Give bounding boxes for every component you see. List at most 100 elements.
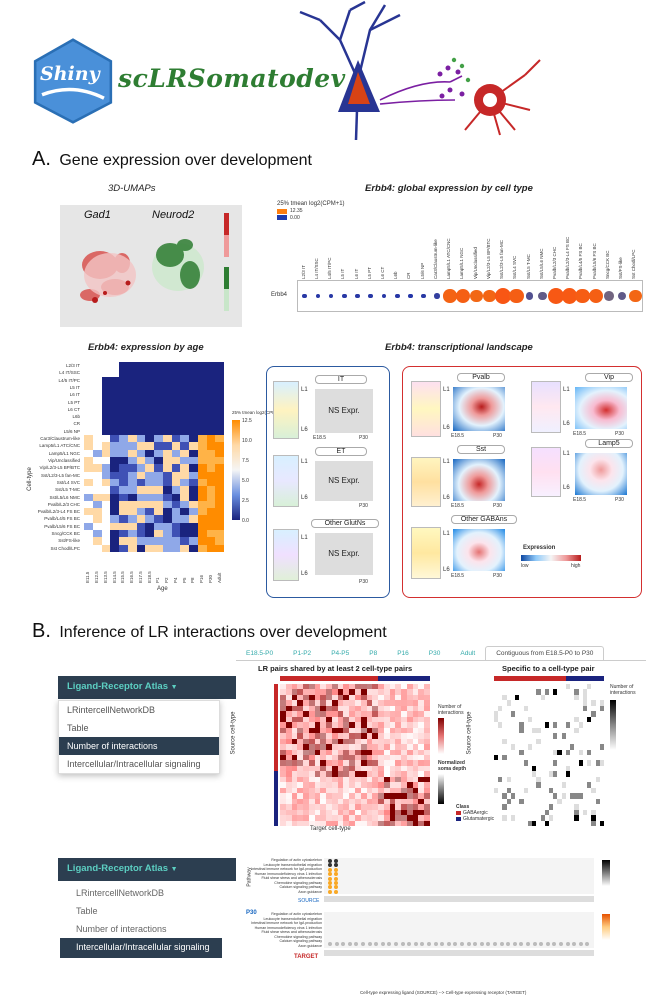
- lr-heat-cell: [549, 738, 554, 745]
- lr-side-bar-cell: [274, 744, 278, 750]
- lr-heat-cell: [498, 804, 503, 810]
- lr-heat-cell: [578, 694, 584, 701]
- lr-heat-cell: [599, 820, 605, 827]
- lr-heat-cell: [280, 733, 287, 739]
- menu1-item-lrintercellnetworkdb[interactable]: LRintercellNetworkDB: [67, 705, 156, 715]
- lr-heat-cell: [561, 809, 567, 816]
- menu1-item-table[interactable]: Table: [67, 723, 89, 733]
- lr-heat-cell: [536, 744, 541, 750]
- lr-heat-cell: [553, 722, 558, 728]
- heatmap-age-cell: [189, 427, 198, 436]
- tab-e185-p0[interactable]: E18.5-P0: [246, 650, 274, 657]
- menu1-item-signaling[interactable]: Intercellular/Intracellular signaling: [67, 759, 201, 769]
- lr-side-bar-cell: [274, 760, 278, 766]
- menu2-item-table[interactable]: Table: [76, 906, 98, 916]
- tab-p30[interactable]: P30: [428, 650, 441, 657]
- lr-heat-cell: [553, 727, 558, 734]
- lr-heat-cell: [360, 771, 367, 778]
- lr-heat-cell: [303, 793, 310, 799]
- heatmap-age-cell: [101, 544, 111, 552]
- lr-heat-cell: [553, 711, 558, 718]
- class-bar-cell: [378, 676, 384, 681]
- lr-heat-cell: [378, 711, 385, 718]
- lr-heat-cell: [494, 694, 499, 701]
- heatmap-age-cell: [215, 464, 224, 472]
- lr-side-bar-cell: [274, 694, 278, 701]
- gaba-pvalb-age-start: E18.5: [451, 433, 465, 439]
- lr-heat-cell: [599, 809, 605, 816]
- lr-heat-cell: [320, 787, 327, 794]
- lr-heat-cell: [510, 755, 516, 761]
- heatmap-age-cell: [84, 369, 93, 377]
- expression-legend-bar: [521, 555, 581, 561]
- class-bar-cell: [349, 676, 355, 681]
- heatmap-age-cell: [171, 464, 181, 472]
- lr-heat-cell: [561, 705, 567, 712]
- lr-heat-cell: [599, 711, 605, 718]
- heatmap-age-cell: [127, 449, 137, 457]
- heatmap-age-row-label: Pvalb/L4/5 FS BC: [44, 516, 80, 522]
- lr-heat-cell: [527, 733, 533, 739]
- lr-heat-cell: [582, 776, 588, 783]
- lr-heat-cell: [574, 793, 579, 799]
- tab-p4-p5[interactable]: P4-P5: [331, 650, 350, 657]
- heatmap-age-cell: [206, 464, 216, 472]
- lr-heat-left-class-bar: [280, 676, 430, 681]
- lr-atlas-menu-header-2[interactable]: Ligand-Receptor Atlas ▼: [58, 858, 236, 881]
- lr-heat-cell: [297, 771, 304, 778]
- lr-heat-cell: [372, 711, 379, 718]
- glut-other-ns-label: NS Expr.: [328, 549, 360, 558]
- lr-heat-cell: [502, 705, 507, 712]
- gaba-pvalb-title: Pvalb: [457, 373, 505, 382]
- heatmap-age-cell: [215, 449, 224, 457]
- lr-heat-cell: [565, 776, 571, 783]
- lr-heat-cell: [389, 776, 396, 783]
- lr-side-bar-cell: [274, 793, 278, 799]
- lr-heat-cell: [424, 755, 431, 761]
- dotplot-col-label: Sst/L5/L6 NMC: [538, 248, 544, 279]
- lr-atlas-menu-header-1[interactable]: Ligand-Receptor Atlas ▼: [58, 676, 236, 699]
- lr-heat-cell: [303, 798, 310, 805]
- dot-3: [341, 293, 347, 299]
- lr-heat-cell: [527, 711, 533, 718]
- tab-adult[interactable]: Adult: [460, 650, 476, 657]
- lr-heat-cell: [314, 733, 321, 739]
- menu1-item-number-of-interactions[interactable]: Number of interactions: [59, 737, 219, 755]
- lr-heat-cell: [519, 804, 524, 810]
- lr-heat-cell: [372, 694, 379, 701]
- lr-heat-cell: [406, 716, 413, 723]
- lr-heat-cell: [498, 798, 503, 805]
- lr-heat-cell: [557, 749, 562, 756]
- lr-heat-cell: [510, 771, 516, 778]
- dotplot-col-label: CR: [406, 272, 412, 280]
- menu2-item-number-of-interactions[interactable]: Number of interactions: [76, 924, 167, 934]
- tab-contiguous[interactable]: Contiguous from E18.5-P0 to P30: [485, 646, 605, 660]
- class-bar-cell: [308, 676, 315, 681]
- heatmap-age-cell: [189, 376, 198, 384]
- gaba-vip-schematic: [531, 381, 561, 433]
- heatmap-age-cell: [110, 405, 119, 414]
- lr-heat-cell: [424, 765, 431, 772]
- signaling-top-dot: [334, 872, 338, 877]
- lr-heat-cell: [582, 760, 588, 767]
- lr-heat-cell: [418, 684, 425, 690]
- heatmap-age-cell: [154, 427, 163, 436]
- tab-p16[interactable]: P16: [397, 650, 409, 657]
- lr-heat-cell: [578, 776, 584, 783]
- lr-heat-cell: [498, 793, 503, 799]
- menu2-item-lrintercellnetworkdb[interactable]: LRintercellNetworkDB: [76, 888, 165, 898]
- lr-heat-cell: [331, 787, 338, 794]
- menu2-item-signaling[interactable]: Intercellular/Intracellular signaling: [60, 938, 222, 958]
- tab-p8[interactable]: P8: [369, 650, 378, 657]
- lr-heat-cell: [389, 705, 396, 712]
- tab-p1-p2[interactable]: P1-P2: [293, 650, 312, 657]
- lr-heat-cell: [510, 700, 516, 707]
- lr-heat-cell: [582, 684, 588, 690]
- dotplot-col-label: Vip/Unclassified: [472, 247, 478, 279]
- lr-heat-cell: [506, 684, 512, 690]
- lr-heat-cell: [291, 700, 298, 707]
- lr-heat-cell: [285, 798, 292, 805]
- heatmap-age-cell: [171, 493, 181, 501]
- heatmap-age-cell: [154, 369, 163, 377]
- umap-title: 3D-UMAPs: [108, 183, 156, 194]
